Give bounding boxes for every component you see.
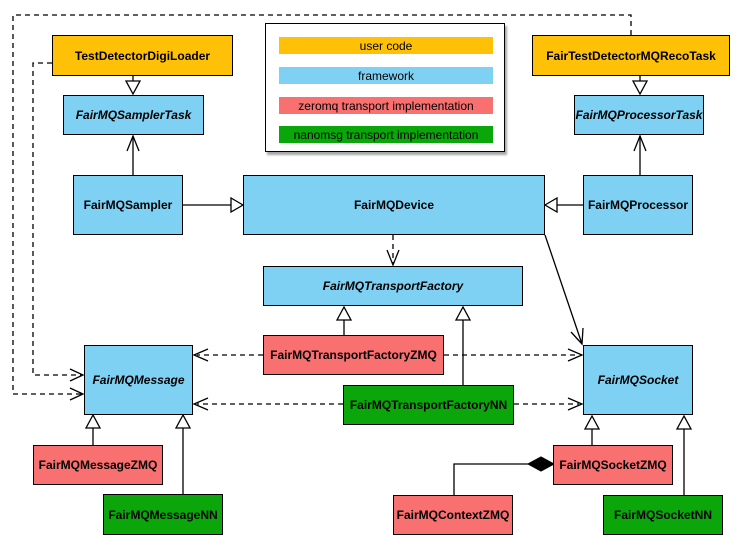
edge-tfnn-transportfactory — [454, 305, 472, 385]
node-fairmq-context-zmq: FairMQContextZMQ — [393, 495, 513, 535]
edge-sampler-samplertask — [126, 134, 140, 175]
edge-recotask-processortask — [631, 76, 649, 96]
node-test-detector-digi-loader: TestDetectorDigiLoader — [52, 35, 233, 76]
node-fairmq-message: FairMQMessage — [84, 345, 193, 415]
legend-item-user-code: user code — [279, 37, 493, 54]
node-fairmq-message-zmq: FairMQMessageZMQ — [33, 445, 163, 485]
edge-tfnn-socket — [514, 397, 584, 411]
legend-item-nanomsg: nanomsg transport implementation — [279, 126, 493, 143]
edge-tfnn-message — [192, 397, 343, 411]
node-fair-test-detector-mq-reco-task: FairTestDetectorMQRecoTask — [532, 35, 730, 76]
node-fairmq-sampler-task: FairMQSamplerTask — [63, 95, 204, 135]
edge-device-transportfactory — [386, 235, 400, 267]
edge-messagezmq-message — [84, 413, 102, 445]
node-fairmq-device: FairMQDevice — [243, 175, 545, 235]
edge-tfzmq-transportfactory — [335, 305, 353, 335]
legend-item-zeromq: zeromq transport implementation — [279, 97, 493, 114]
edge-processor-processortask — [633, 134, 647, 175]
edge-tfzmq-socket — [444, 348, 584, 362]
node-fairmq-sampler: FairMQSampler — [73, 175, 183, 235]
node-fairmq-socket: FairMQSocket — [583, 345, 693, 415]
edge-sampler-device — [183, 196, 245, 214]
edge-socketzmq-contextzmq — [453, 456, 556, 495]
legend-box: user code framework zeromq transport imp… — [265, 23, 505, 152]
edge-socketzmq-socket — [583, 414, 601, 445]
node-fairmq-message-nn: FairMQMessageNN — [103, 494, 223, 535]
edge-digiloader-samplertask — [124, 76, 142, 96]
edge-device-socket — [544, 234, 584, 346]
edge-messagenn-message — [174, 413, 192, 494]
node-fairmq-processor-task: FairMQProcessorTask — [574, 95, 704, 135]
node-fairmq-socket-zmq: FairMQSocketZMQ — [553, 445, 673, 485]
node-fairmq-processor: FairMQProcessor — [583, 175, 693, 235]
node-fairmq-socket-nn: FairMQSocketNN — [603, 495, 723, 535]
node-fairmq-transport-factory-zmq: FairMQTransportFactoryZMQ — [263, 335, 444, 375]
node-fairmq-transport-factory: FairMQTransportFactory — [263, 266, 523, 306]
edge-tfzmq-message — [192, 348, 263, 362]
legend-item-framework: framework — [279, 67, 493, 84]
node-fairmq-transport-factory-nn: FairMQTransportFactoryNN — [343, 385, 514, 425]
edge-processor-device — [543, 196, 583, 214]
edge-socketnn-socket — [675, 414, 693, 495]
